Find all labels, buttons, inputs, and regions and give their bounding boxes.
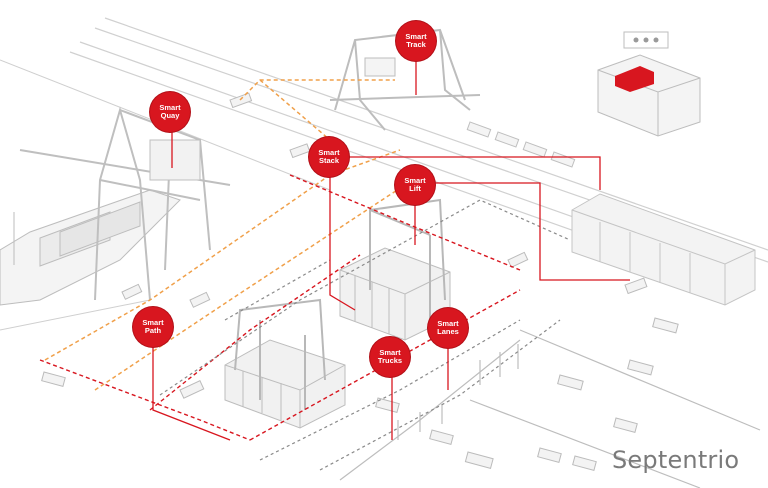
- container-block-lower: [224, 339, 346, 429]
- node-label-line1: Smart: [318, 147, 340, 157]
- smart-path-node[interactable]: Smart Path: [133, 307, 173, 347]
- node-label-line1: Smart: [405, 31, 427, 41]
- quay-crane: [19, 106, 231, 301]
- node-label-line1: Smart: [437, 318, 459, 328]
- node-label-line2: Stack: [318, 156, 339, 165]
- smart-stack-node[interactable]: Smart Stack: [309, 137, 349, 177]
- smart-trucks-node[interactable]: Smart Trucks: [370, 337, 410, 377]
- node-label-line2: Trucks: [377, 356, 403, 365]
- smart-track-node[interactable]: Smart Track: [396, 21, 436, 61]
- node-label-line1: Smart: [159, 102, 181, 112]
- leader-lines: [152, 60, 630, 441]
- node-label-line2: Track: [406, 40, 426, 49]
- node-label-line2: Path: [144, 326, 162, 335]
- node-label-line2: Lift: [409, 184, 421, 193]
- node-label-line2: Lanes: [437, 327, 459, 336]
- grey-routes: [159, 199, 571, 471]
- train-wagons: [466, 121, 576, 168]
- rail-container-stack: [571, 193, 756, 306]
- node-label-line2: Quay: [160, 111, 180, 120]
- smart-lanes-node[interactable]: Smart Lanes: [428, 308, 468, 348]
- smart-quay-node[interactable]: Smart Quay: [150, 92, 190, 132]
- orange-routes: [44, 79, 421, 391]
- ship: [0, 189, 181, 306]
- stacking-crane-upper: [369, 198, 446, 320]
- brand-logo-text: Septentrio: [612, 446, 740, 474]
- node-label-line1: Smart: [404, 175, 426, 185]
- node-label-line1: Smart: [379, 347, 401, 357]
- node-label-line1: Smart: [142, 317, 164, 327]
- yard-vehicles: [41, 92, 679, 471]
- smart-lift-node[interactable]: Smart Lift: [395, 165, 435, 205]
- office-building: [597, 31, 701, 137]
- gate-lanes: [339, 329, 761, 488]
